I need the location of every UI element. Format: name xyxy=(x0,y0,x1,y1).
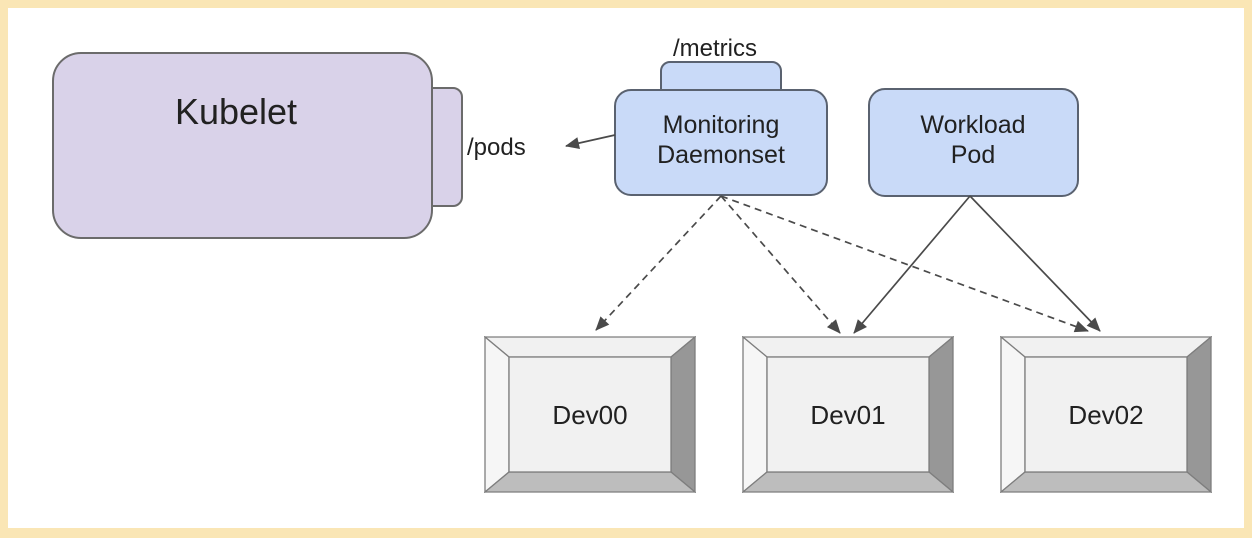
metrics-endpoint-label: /metrics xyxy=(673,35,757,62)
node-kubelet: Kubelet xyxy=(52,52,463,239)
monitoring-daemonset-label-line1: Monitoring xyxy=(663,111,780,139)
edge-monitoring-to-dev00 xyxy=(595,195,722,331)
dev01-label: Dev01 xyxy=(810,400,885,430)
edge-monitoring-to-kubelet-pods: /pods xyxy=(467,134,616,161)
edge-monitoring-to-dev02 xyxy=(720,195,1089,333)
diagram-svg: Kubelet Monitoring Daemonset /metrics Wo… xyxy=(52,35,1244,528)
node-dev02: Dev02 xyxy=(1001,337,1211,492)
node-workload-pod: Workload Pod xyxy=(868,88,1079,197)
edge-workload-to-dev01 xyxy=(853,195,971,334)
edge-monitoring-to-dev01 xyxy=(720,195,841,334)
dev00-label: Dev00 xyxy=(552,400,627,430)
pods-endpoint-label: /pods xyxy=(467,134,526,161)
monitoring-daemonset-label-line2: Daemonset xyxy=(657,141,785,169)
diagram-canvas: Kubelet Monitoring Daemonset /metrics Wo… xyxy=(8,8,1244,528)
node-monitoring-daemonset: Monitoring Daemonset /metrics xyxy=(614,35,828,196)
workload-pod-label-line2: Pod xyxy=(951,141,995,169)
kubelet-label: Kubelet xyxy=(175,91,297,132)
workload-pod-body xyxy=(868,88,1079,197)
edge-workload-to-dev02 xyxy=(969,195,1101,332)
node-dev00: Dev00 xyxy=(485,337,695,492)
dev02-label: Dev02 xyxy=(1068,400,1143,430)
kubelet-body xyxy=(52,52,433,239)
node-dev01: Dev01 xyxy=(743,337,953,492)
monitoring-daemonset-body xyxy=(614,89,828,196)
workload-pod-label-line1: Workload xyxy=(920,111,1025,139)
